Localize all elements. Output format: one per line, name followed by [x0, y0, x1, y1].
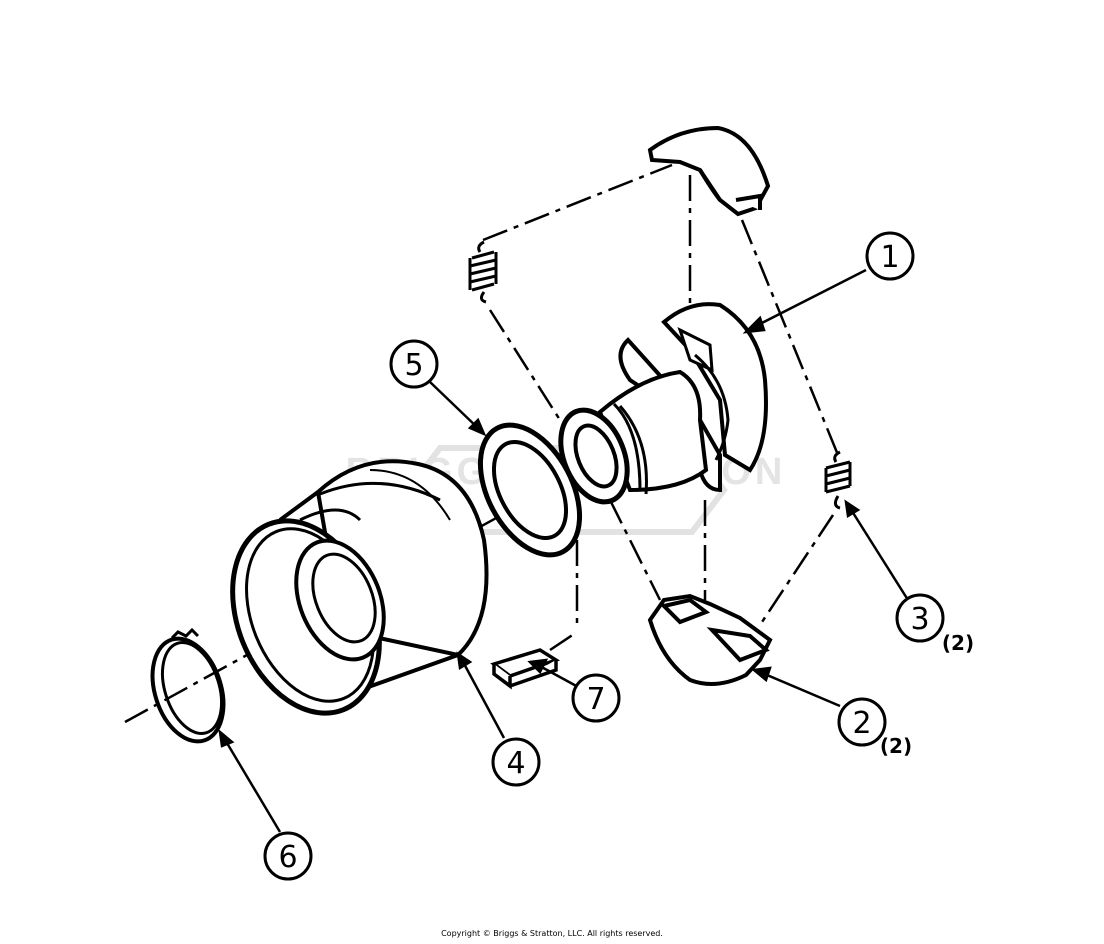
part-6-retaining-ring — [150, 627, 226, 744]
callout-3-qty: (2) — [942, 631, 974, 655]
callout-1: 1 — [865, 231, 915, 281]
callout-4: 4 — [491, 737, 541, 787]
callout-6: 6 — [263, 831, 313, 881]
part-4-clutch-drum — [230, 459, 489, 716]
callout-4-label: 4 — [506, 746, 525, 781]
callout-2-qty: (2) — [880, 734, 912, 758]
copyright-notice: Copyright © Briggs & Stratton, LLC. All … — [441, 929, 663, 938]
callout-5-label: 5 — [404, 348, 423, 383]
callout-7: 7 — [571, 673, 621, 723]
callout-7-label: 7 — [586, 682, 605, 717]
callout-1-label: 1 — [880, 240, 899, 275]
callout-3-label: 3 — [910, 602, 929, 637]
callout-5: 5 — [389, 339, 439, 389]
part-3-spring-lower — [824, 450, 852, 510]
callout-2: 2 (2) — [837, 697, 912, 758]
part-3-spring-upper — [468, 240, 498, 304]
callout-6-label: 6 — [278, 840, 297, 875]
part-7-key — [490, 648, 561, 690]
part-1-clutch-hub — [558, 302, 768, 505]
callout-3: 3 (2) — [895, 593, 974, 655]
part-2-clutch-shoe-upper — [647, 125, 771, 217]
part-2-clutch-shoe-lower — [647, 593, 773, 686]
callout-2-label: 2 — [852, 706, 871, 741]
leader-lines — [218, 268, 910, 833]
